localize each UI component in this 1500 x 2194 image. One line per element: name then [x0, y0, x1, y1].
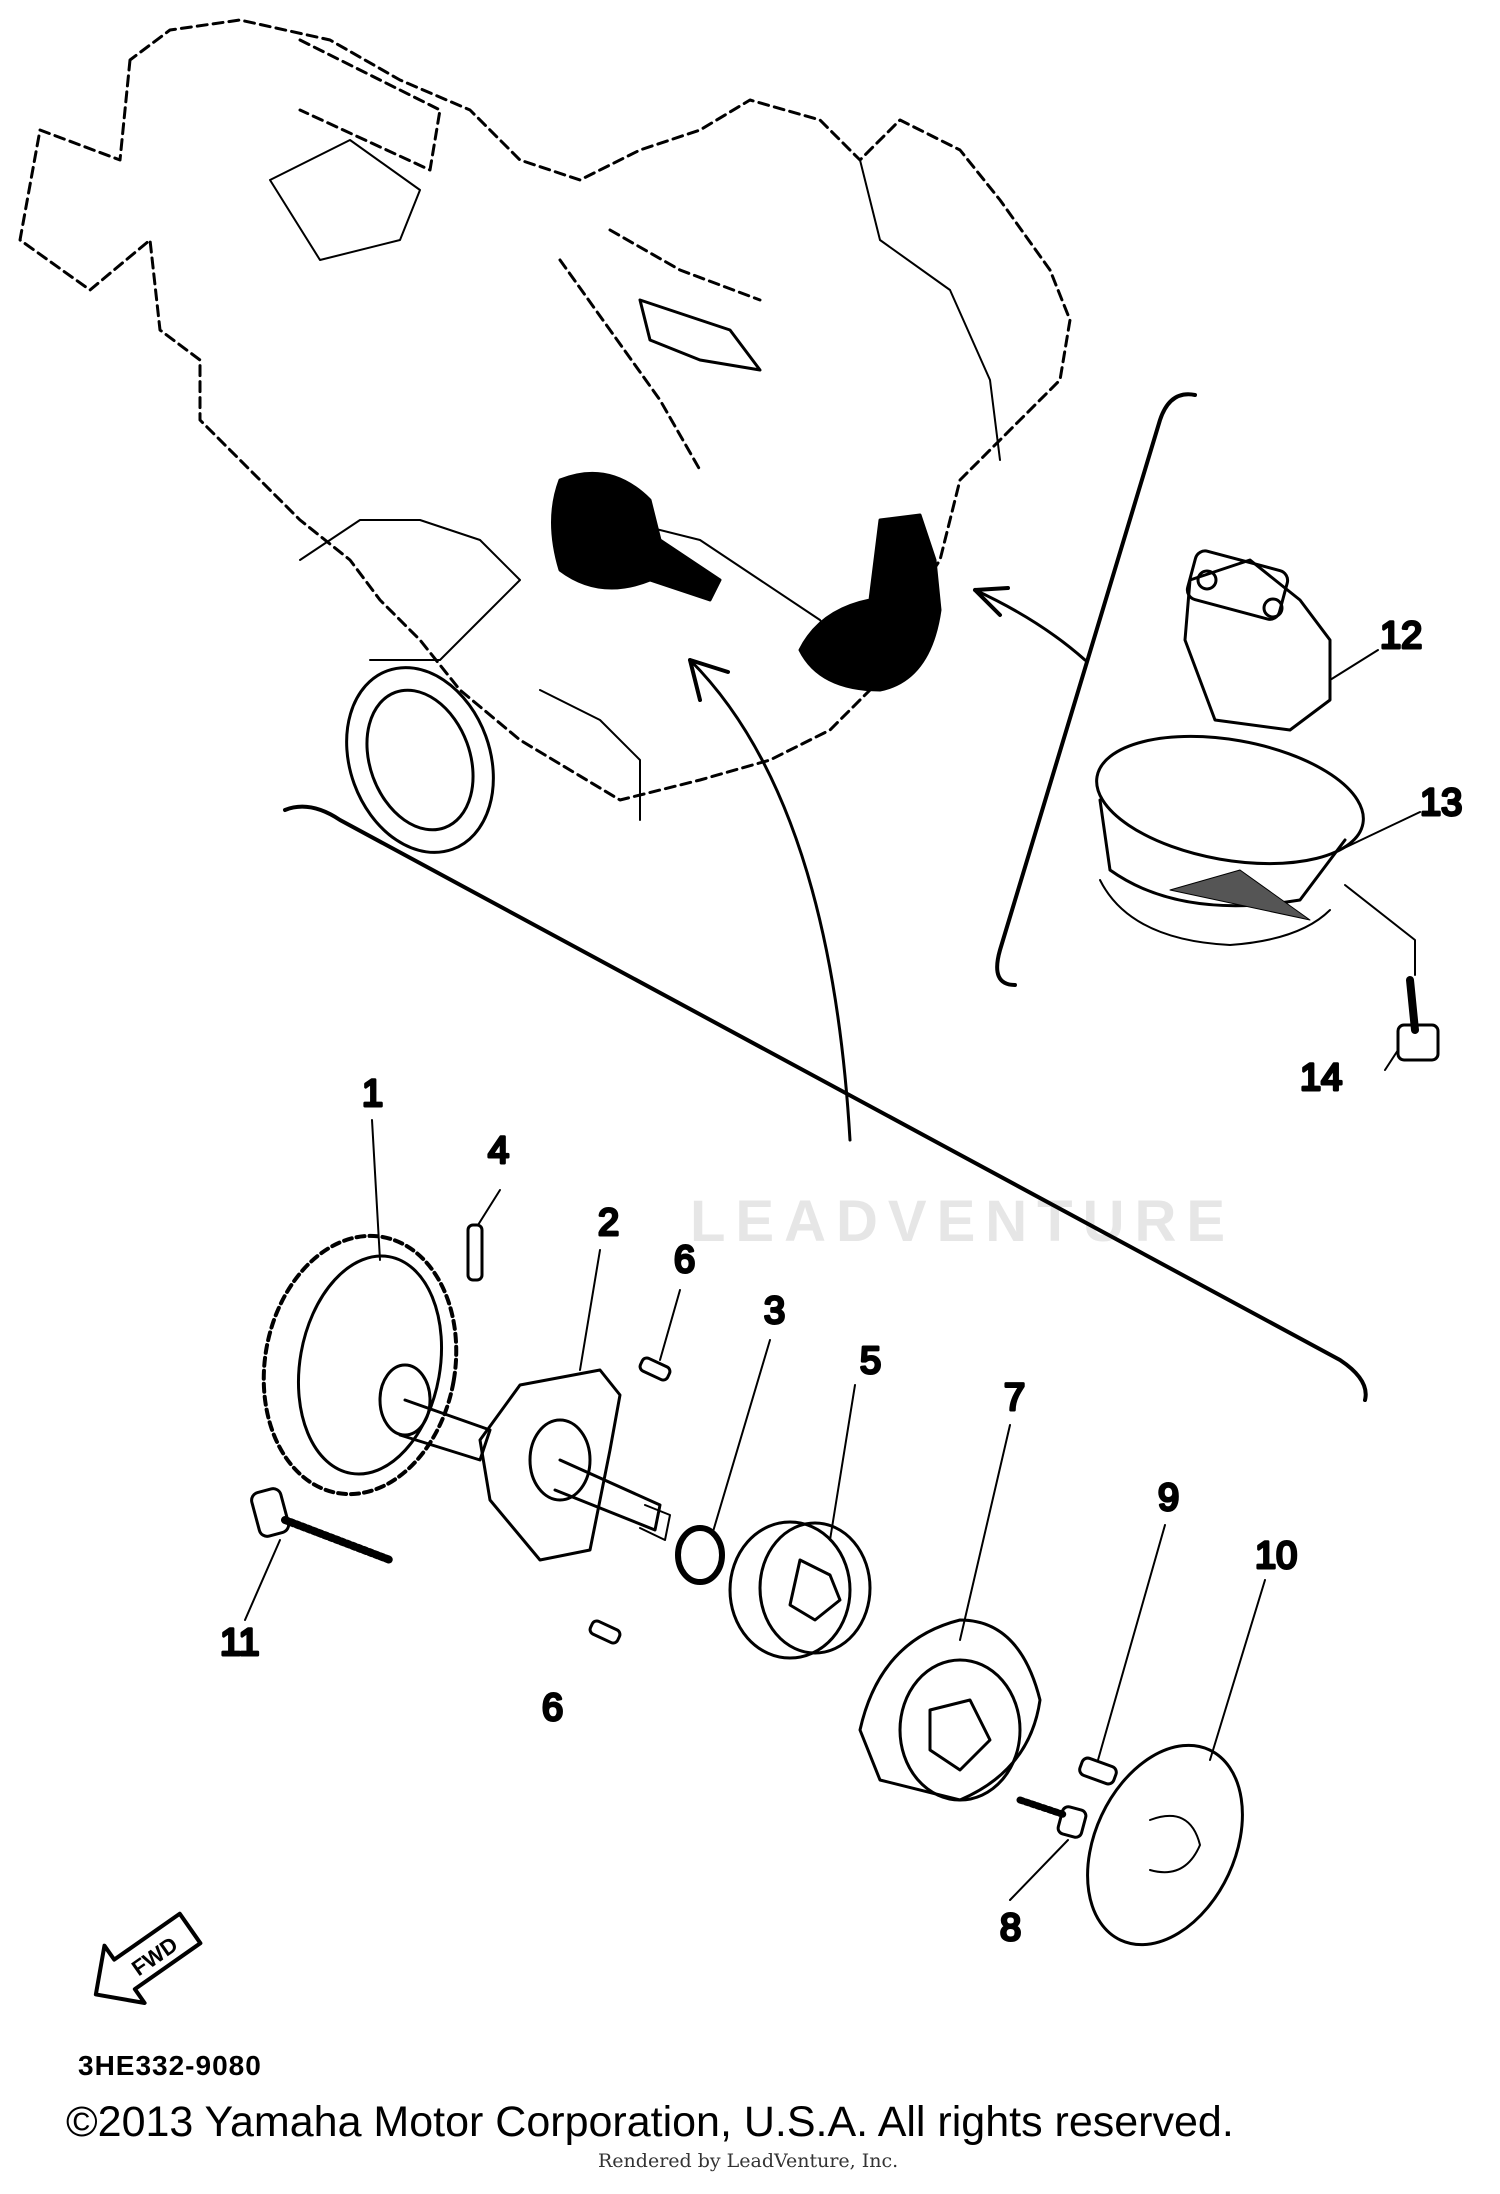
callout-6-upper: 6 — [674, 1239, 695, 1281]
part-4-pin — [466, 1223, 484, 1282]
part-6-dowels — [588, 1356, 672, 1645]
engine-details — [269, 139, 1001, 854]
watermark-text: LEADVENTURE — [690, 1189, 1236, 1254]
callout-14: 14 — [1300, 1057, 1342, 1099]
callout-5: 5 — [860, 1340, 881, 1382]
engine-crankcase — [18, 18, 1072, 802]
callout-4: 4 — [488, 1130, 509, 1172]
part-2-housing — [478, 1368, 671, 1562]
part-10-cover — [1086, 1743, 1244, 1947]
rendered-by-text: Rendered by LeadVenture, Inc. — [598, 2150, 899, 2172]
callout-8: 8 — [1000, 1907, 1021, 1949]
callout-11: 11 — [220, 1622, 259, 1664]
part-5-inner-rotor — [728, 1520, 872, 1660]
callout-9: 9 — [1158, 1477, 1179, 1519]
callout-13: 13 — [1420, 782, 1462, 824]
part-11-bolt — [250, 1487, 394, 1564]
part-9-dowel — [1078, 1756, 1118, 1786]
callout-12: 12 — [1380, 615, 1422, 657]
part-8-screw — [1016, 1796, 1088, 1839]
part-3-washer — [675, 1525, 725, 1585]
diagram-code: 3HE332-9080 — [78, 2050, 262, 2081]
section-divider — [283, 392, 1368, 1402]
callout-6-lower: 6 — [542, 1687, 563, 1729]
assembly-arrows — [688, 586, 1087, 1142]
fwd-arrow-icon: FWD — [93, 1911, 203, 2006]
callout-7: 7 — [1004, 1377, 1025, 1419]
copyright-text: ©2013 Yamaha Motor Corporation, U.S.A. A… — [66, 2098, 1234, 2146]
part-1-gear — [261, 1233, 492, 1497]
part-7-pump-body — [858, 1618, 1042, 1802]
leader-lines — [244, 649, 1421, 1901]
callout-3: 3 — [764, 1290, 785, 1332]
callout-2: 2 — [598, 1202, 619, 1244]
callout-10: 10 — [1255, 1535, 1297, 1577]
oil-strainer — [1095, 549, 1440, 1062]
callout-1: 1 — [362, 1073, 383, 1115]
